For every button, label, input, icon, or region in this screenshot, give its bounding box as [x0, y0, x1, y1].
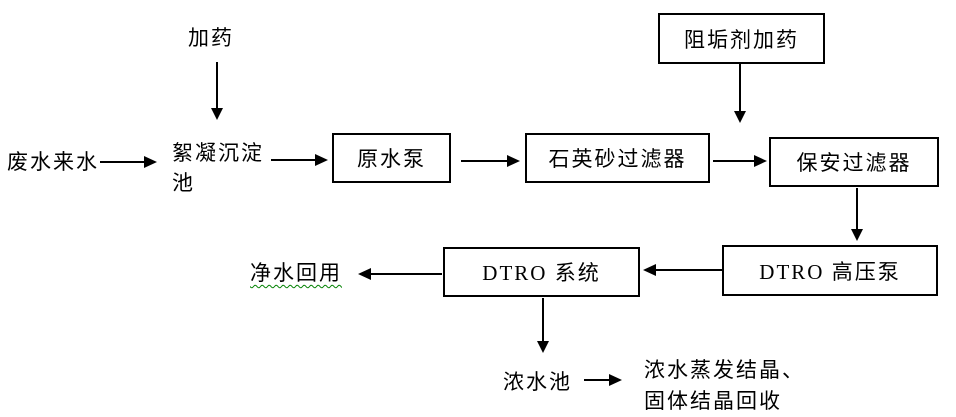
arrow-antiscalant-to-cartridge-filter: [739, 64, 741, 111]
label-concentrate-crystallization-line2: 固体结晶回收: [644, 389, 782, 413]
node-raw-water-pump: 原水泵: [332, 133, 451, 183]
arrow-quartz-filter-to-cartridge-filter: [713, 160, 754, 162]
node-antiscalant-dosing: 阻垢剂加药: [658, 13, 825, 64]
label-concentrate-crystallization-line1: 浓水蒸发结晶、: [644, 358, 805, 382]
arrow-wastewater-to-flocculation-tank: [100, 161, 144, 163]
label-concentrate-crystallization: 浓水蒸发结晶、 固体结晶回收: [644, 355, 805, 417]
label-concentrate-tank: 浓水池: [503, 370, 572, 394]
node-dtro-system: DTRO 系统: [443, 247, 640, 297]
arrow-flocculation-tank-to-raw-water-pump: [271, 159, 315, 161]
label-dosing: 加药: [188, 26, 234, 50]
label-clean-water-reuse: 净水回用: [250, 261, 342, 285]
node-cartridge-filter: 保安过滤器: [769, 137, 939, 187]
arrow-dosing-to-flocculation-tank: [216, 62, 218, 108]
arrow-dtro-system-to-concentrate-tank: [542, 298, 544, 341]
arrow-dtro-system-to-clean-water-reuse: [371, 273, 442, 275]
arrow-cartridge-filter-to-dtro-pump: [856, 188, 858, 229]
arrow-raw-water-pump-to-quartz-filter: [461, 160, 507, 162]
label-flocculation-tank: 絮凝沉淀池: [172, 141, 264, 195]
arrow-dtro-pump-to-dtro-system: [656, 269, 722, 271]
node-quartz-sand-filter: 石英砂过滤器: [525, 133, 710, 183]
arrow-concentrate-tank-to-crystallization: [584, 379, 609, 381]
label-wastewater-source: 废水来水: [7, 150, 99, 174]
node-dtro-high-pressure-pump: DTRO 高压泵: [722, 245, 938, 296]
